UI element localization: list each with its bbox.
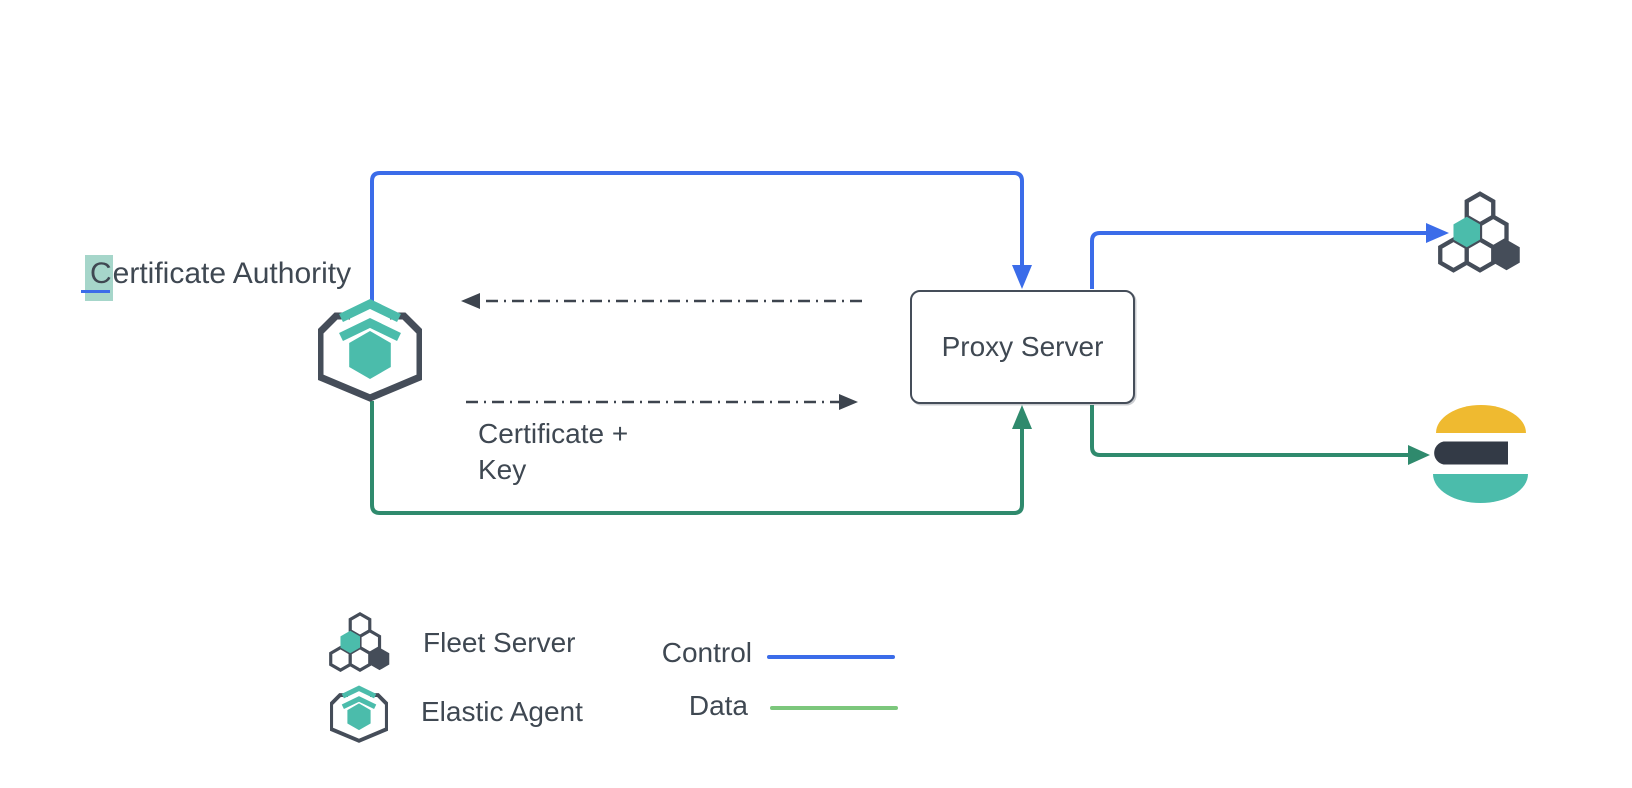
fleet-server-icon — [1436, 189, 1524, 275]
arrowhead-down-control — [1012, 265, 1032, 289]
legend-data-line-swatch — [770, 706, 898, 710]
arrowhead-left-dashed — [461, 293, 480, 309]
legend-elastic-agent-label: Elastic Agent — [421, 696, 583, 727]
arrowhead-right-dashed — [839, 394, 858, 410]
proxy-server-label: Proxy Server — [941, 331, 1104, 362]
elasticsearch-logo — [1428, 403, 1528, 503]
data-edge-agent-to-proxy — [370, 401, 1024, 515]
control-edge-proxy-to-fleet — [1090, 231, 1427, 289]
legend-elastic-agent-icon — [330, 685, 388, 743]
arrowhead-up-data — [1012, 405, 1032, 429]
arrowhead-right-data — [1408, 445, 1430, 465]
proxy-server-node: Proxy Server — [910, 290, 1135, 404]
data-edge-proxy-to-elasticsearch — [1090, 405, 1409, 457]
certificate-authority-label[interactable]: Certificate Authority — [85, 255, 352, 301]
elastic-agent-icon — [318, 298, 422, 402]
legend-control-label: Control — [661, 637, 752, 668]
certificate-key-edge-label: Certificate + Key — [478, 418, 629, 485]
legend-fleet-server-label: Fleet Server — [423, 627, 576, 658]
control-edge-agent-to-proxy — [370, 171, 1024, 301]
legend-fleet-server-icon — [327, 611, 393, 673]
certificate-authority-label-rest: ertificate Authority — [112, 257, 352, 290]
legend-control-line-swatch — [767, 655, 895, 659]
arrowhead-right-control — [1426, 223, 1449, 243]
selected-letter-highlight: C — [85, 255, 113, 301]
legend-data-label: Data — [688, 690, 748, 721]
